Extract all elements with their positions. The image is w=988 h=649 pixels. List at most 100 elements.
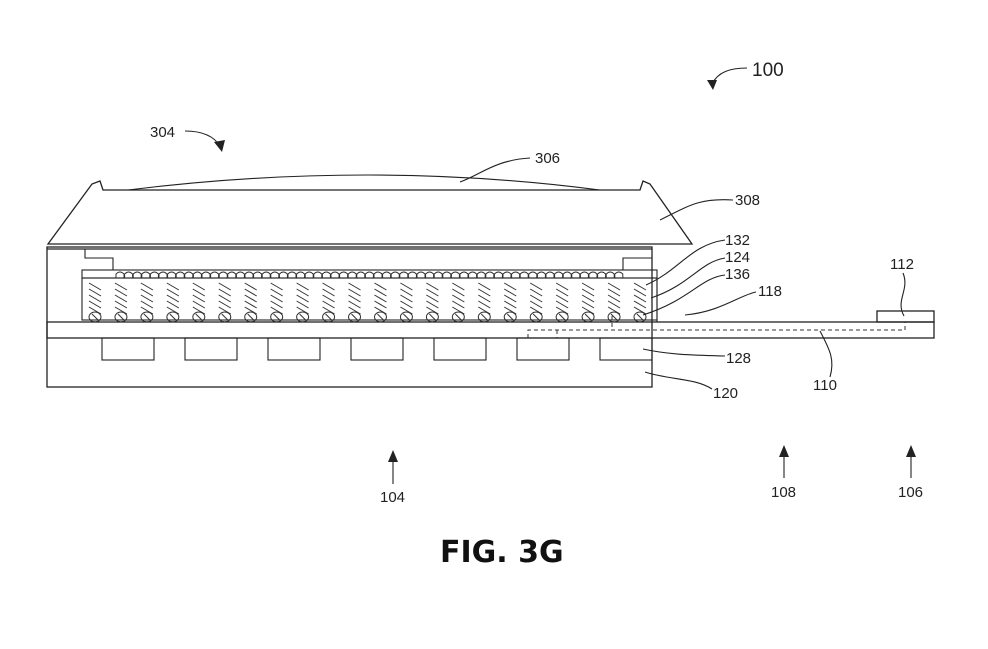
interconnect-pillar	[296, 282, 310, 323]
leader-136	[642, 274, 726, 316]
microlens	[218, 271, 228, 278]
pad	[184, 337, 238, 361]
pad	[433, 337, 487, 361]
arrow-104-head	[388, 450, 398, 462]
microlens	[227, 271, 237, 278]
label-306: 306	[535, 150, 560, 167]
microlens	[115, 271, 125, 278]
interconnect-pillar	[503, 282, 517, 323]
microlens	[450, 271, 460, 278]
leader-306	[459, 157, 531, 183]
microlens	[261, 271, 271, 278]
component-112	[876, 310, 935, 323]
label-106: 106	[898, 484, 923, 501]
pad	[516, 337, 570, 361]
microlens	[347, 271, 357, 278]
interconnect-pillar	[529, 282, 543, 323]
label-108: 108	[771, 484, 796, 501]
microlens	[407, 271, 417, 278]
microlens	[493, 271, 503, 278]
label-304: 304	[150, 124, 175, 141]
label-136: 136	[725, 266, 750, 283]
package-body	[46, 246, 653, 388]
microlens	[278, 271, 288, 278]
arrow-304-head	[214, 140, 225, 152]
microlens	[373, 271, 383, 278]
arrow-304-curve	[184, 130, 221, 147]
pad	[599, 337, 653, 361]
microlens-array	[115, 271, 624, 278]
microlens	[141, 271, 151, 278]
interconnect-pillar	[373, 282, 387, 323]
inner-cover	[84, 249, 652, 271]
microlens	[485, 271, 495, 278]
interconnect-pillar	[607, 282, 621, 323]
pad	[101, 337, 155, 361]
leader-118	[684, 291, 757, 316]
interconnect-pillar	[218, 282, 232, 323]
microlens	[253, 271, 263, 278]
microlens	[562, 271, 572, 278]
arrow-100-head	[707, 80, 717, 90]
interconnect-pillar	[244, 282, 258, 323]
label-110: 110	[813, 377, 837, 394]
arrow-100-curve	[711, 67, 748, 85]
label-128: 128	[726, 350, 751, 367]
arrow-106-head	[906, 445, 916, 457]
microlens	[476, 271, 486, 278]
interconnect-pillar	[270, 282, 284, 323]
leader-124	[650, 257, 726, 299]
microlens	[184, 271, 194, 278]
microlens	[244, 271, 254, 278]
microlens	[124, 271, 134, 278]
microlens	[502, 271, 512, 278]
microlens	[459, 271, 469, 278]
interconnect-pillar	[166, 282, 180, 323]
pads-128	[101, 337, 653, 361]
microlens	[433, 271, 443, 278]
label-132: 132	[725, 232, 750, 249]
microlens	[364, 271, 374, 278]
interconnect-pillar	[192, 282, 206, 323]
microlens	[390, 271, 400, 278]
microlens	[313, 271, 323, 278]
pad	[267, 337, 321, 361]
leader-110	[819, 330, 833, 378]
microlens	[399, 271, 409, 278]
leader-132	[645, 239, 726, 286]
microlens	[132, 271, 142, 278]
microlens	[382, 271, 392, 278]
microlens	[158, 271, 168, 278]
microlens	[511, 271, 521, 278]
microlens	[588, 271, 598, 278]
microlens	[416, 271, 426, 278]
microlens	[149, 271, 159, 278]
interconnect-pillar	[114, 282, 128, 323]
label-124: 124	[725, 249, 750, 266]
microlens	[614, 271, 624, 278]
interconnect-pillar	[581, 282, 595, 323]
microlens	[468, 271, 478, 278]
microlens	[287, 271, 297, 278]
interconnect-pillars	[88, 282, 647, 323]
interconnect-pillar	[88, 282, 102, 323]
microlens	[442, 271, 452, 278]
interconnect-pillar	[477, 282, 491, 323]
interconnect-pillar	[425, 282, 439, 323]
label-120: 120	[713, 385, 738, 402]
interconnect-pillar	[399, 282, 413, 323]
microlens	[270, 271, 280, 278]
microlens	[175, 271, 185, 278]
microlens	[545, 271, 555, 278]
microlens	[579, 271, 589, 278]
label-308: 308	[735, 192, 760, 209]
arrow-108-head	[779, 445, 789, 457]
interconnect-pillar	[322, 282, 336, 323]
microlens	[330, 271, 340, 278]
trace-110-dashed	[527, 322, 906, 338]
pad	[350, 337, 404, 361]
microlens	[201, 271, 211, 278]
leader-112	[900, 272, 906, 317]
label-100: 100	[752, 60, 784, 81]
label-104: 104	[380, 489, 405, 506]
